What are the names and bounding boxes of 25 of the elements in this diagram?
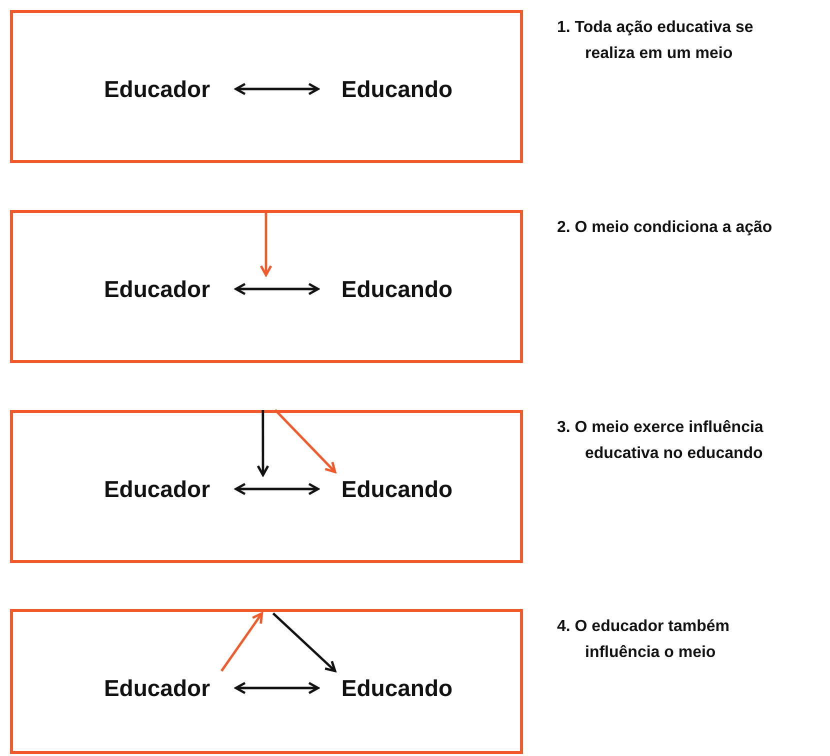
node-label: Educando [322, 72, 472, 106]
double-arrow [234, 282, 320, 296]
frame-box [10, 609, 523, 754]
node-label: Educador [82, 72, 232, 106]
arrow [220, 612, 264, 672]
arrow [274, 409, 336, 474]
caption-text: 1. Toda ação educativa se realiza em um meio [557, 18, 754, 64]
frame-box [10, 210, 523, 363]
frame-box [10, 410, 523, 563]
node-label: Educador [82, 272, 232, 306]
double-arrow [234, 682, 320, 694]
arrow [260, 210, 272, 276]
arrow [256, 410, 270, 476]
node-label: Educando [322, 272, 472, 306]
node-label: Educador [82, 472, 232, 506]
double-arrow [234, 82, 320, 96]
caption-text: 4. O educador também influência o meio [557, 617, 730, 663]
caption-text: 3. O meio exerce influência educativa no educando [557, 418, 764, 464]
node-label: Educador [82, 671, 232, 705]
caption-text: 2. O meio condiciona a ação [557, 218, 774, 238]
double-arrow [234, 482, 320, 496]
node-label: Educando [322, 671, 472, 705]
arrow [272, 612, 336, 672]
frame-box [10, 10, 523, 163]
node-label: Educando [322, 472, 472, 506]
